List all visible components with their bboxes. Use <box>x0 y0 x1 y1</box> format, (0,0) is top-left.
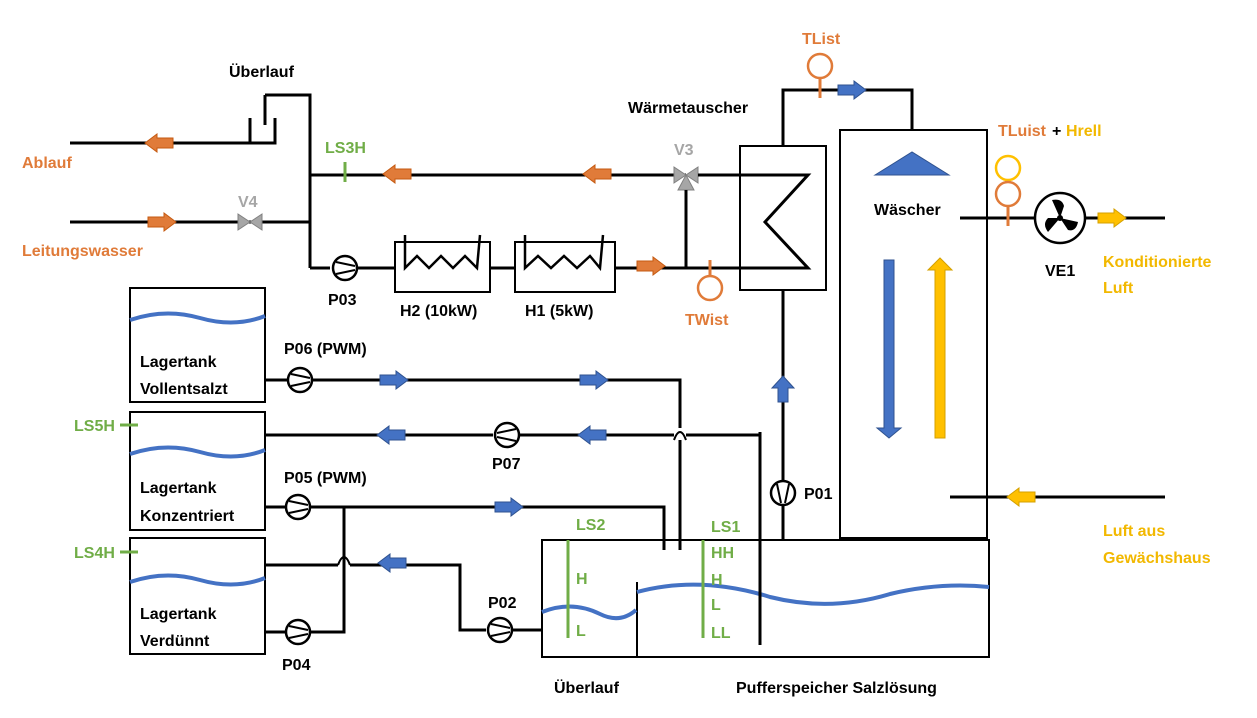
label-ls4h: LS4H <box>74 545 115 562</box>
label-h1: H1 (5kW) <box>525 303 593 320</box>
heater-h1[interactable] <box>514 234 616 293</box>
label-h2: H2 (10kW) <box>400 303 477 320</box>
label-waescher: Wäscher <box>874 202 941 219</box>
tlist-sensor <box>806 52 834 98</box>
label-tank3-a: Lagertank <box>140 606 217 623</box>
label-p01: P01 <box>804 486 833 503</box>
riser-arrow <box>770 375 796 403</box>
return-arrow-1 <box>382 164 412 184</box>
label-ablauf: Ablauf <box>22 155 72 172</box>
label-leitungswasser: Leitungswasser <box>22 243 143 260</box>
label-p07: P07 <box>492 456 521 473</box>
label-ls1-l: L <box>711 597 721 614</box>
heater-h2[interactable] <box>394 234 491 293</box>
label-gewaechshaus: Gewächshaus <box>1103 550 1211 567</box>
hrell-sensor <box>994 154 1022 182</box>
p06-pipe <box>265 378 682 550</box>
label-ls1-hh: HH <box>711 545 734 562</box>
storage-tank-vollentsalzt[interactable] <box>129 287 266 403</box>
label-ueberlauf-bottom: Überlauf <box>554 678 620 697</box>
p02-arrow <box>377 553 407 573</box>
label-tank1-b: Vollentsalzt <box>140 381 228 398</box>
label-ve1: VE1 <box>1045 263 1075 280</box>
label-tlist: TList <box>802 31 841 48</box>
leitungswasser-arrow <box>147 212 177 232</box>
return-arrow-2 <box>582 164 612 184</box>
label-luft-aus: Luft aus <box>1103 523 1165 540</box>
label-hrell: Hrell <box>1066 123 1102 140</box>
scrubber-waescher[interactable] <box>839 129 988 539</box>
valve-v4[interactable] <box>237 213 263 231</box>
label-ls5h: LS5H <box>74 418 115 435</box>
pump-p01[interactable] <box>769 479 797 507</box>
fan-ve1[interactable] <box>1033 191 1087 245</box>
air-in-arrow <box>1006 487 1036 507</box>
tluist-sensor <box>994 180 1022 226</box>
p05-pipe <box>265 505 666 550</box>
label-waermetauscher: Wärmetauscher <box>628 100 748 117</box>
label-ls2: LS2 <box>576 517 605 534</box>
twist-sensor <box>696 260 724 302</box>
label-konditionierte: Konditionierte <box>1103 254 1212 271</box>
pump-p02[interactable] <box>486 616 514 644</box>
valve-v3[interactable] <box>673 166 699 191</box>
p06-arrow-2 <box>579 370 609 390</box>
label-v3: V3 <box>674 142 694 159</box>
label-tluist: TLuist <box>998 123 1047 140</box>
label-twist: TWist <box>685 312 729 329</box>
storage-tank-verduennt[interactable] <box>129 537 266 655</box>
label-ls2-l: L <box>576 623 586 640</box>
label-konditionierte-luft: Luft <box>1103 280 1134 297</box>
pump-p04[interactable] <box>284 618 312 646</box>
label-ls1-h: H <box>711 572 723 589</box>
label-plus: + <box>1052 123 1061 140</box>
p05-arrow <box>494 497 524 517</box>
storage-tank-konzentriert[interactable] <box>129 411 266 531</box>
label-ls3h: LS3H <box>325 140 366 157</box>
label-p03: P03 <box>328 292 357 309</box>
label-tank3-b: Verdünnt <box>140 633 210 650</box>
heat-exchanger[interactable] <box>739 145 827 291</box>
p07-arrow-1 <box>376 425 406 445</box>
heater-out-arrow <box>636 256 666 276</box>
label-p05: P05 (PWM) <box>284 470 367 487</box>
label-tank2-a: Lagertank <box>140 480 217 497</box>
p04-pipe <box>265 507 346 634</box>
ablauf-arrow <box>144 133 174 153</box>
pump-p07[interactable] <box>493 421 521 449</box>
p07-arrow-2 <box>577 425 607 445</box>
buffer-tank[interactable] <box>541 539 990 658</box>
pump-p03[interactable] <box>331 254 359 282</box>
label-p06: P06 (PWM) <box>284 341 367 358</box>
label-v4: V4 <box>238 194 258 211</box>
pump-p06[interactable] <box>286 366 314 394</box>
ueberlauf-top-structure <box>70 93 312 268</box>
label-tank2-b: Konzentriert <box>140 508 235 525</box>
pump-p05[interactable] <box>284 493 312 521</box>
label-tank1-a: Lagertank <box>140 354 217 371</box>
label-ueberlauf-top: Überlauf <box>229 62 295 81</box>
label-pufferspeicher: Pufferspeicher Salzlösung <box>736 680 937 697</box>
p06-arrow-1 <box>379 370 409 390</box>
pipe-crossover-1 <box>673 431 687 441</box>
label-ls1: LS1 <box>711 519 740 536</box>
label-p02: P02 <box>488 595 517 612</box>
top-flow-arrow <box>837 80 867 100</box>
air-out-arrow <box>1097 208 1127 228</box>
label-ls2-h: H <box>576 571 588 588</box>
label-ls1-ll: LL <box>711 625 731 642</box>
label-p04: P04 <box>282 657 311 674</box>
